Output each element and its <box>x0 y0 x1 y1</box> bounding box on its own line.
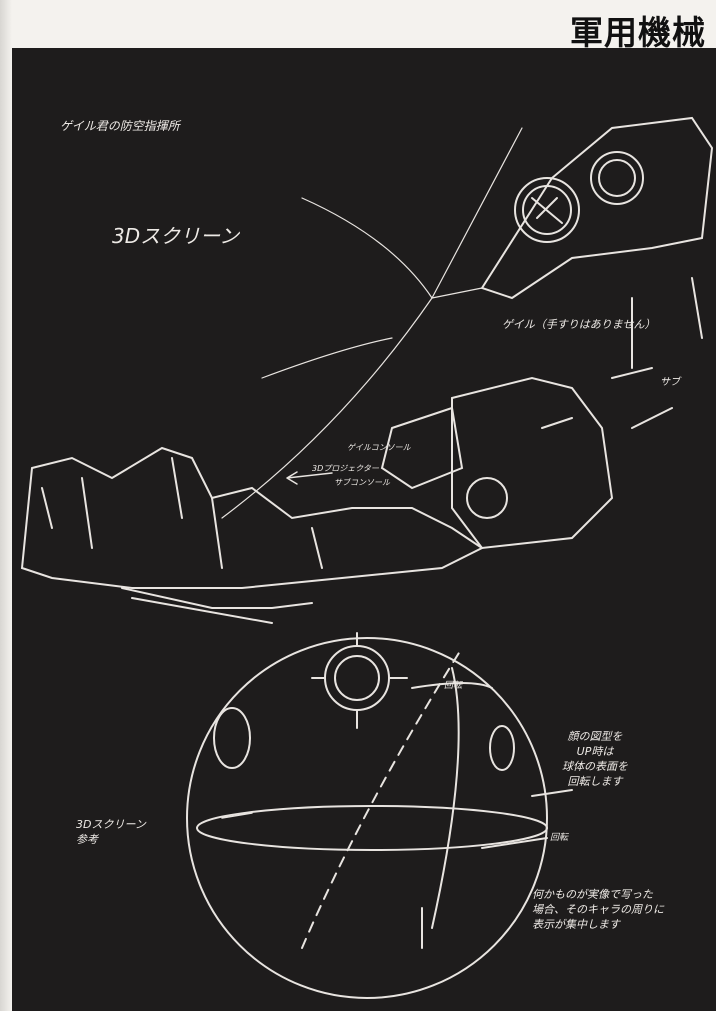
note-face-figure: 顔の図型を UP時は 球体の表面を 回転します <box>562 730 628 788</box>
sketch-drawing <box>20 116 714 999</box>
label-gale-console: ゲイルコンソール <box>347 443 411 452</box>
page-header-title: 軍用機械 <box>570 13 706 52</box>
label-3d-projector: 3Dプロジェクター <box>312 464 379 473</box>
gale-head-sketch <box>480 116 714 300</box>
command-post-sketch <box>20 277 703 624</box>
page-edge <box>0 0 12 1011</box>
label-3d-screen: 3Dスクリーン <box>112 224 240 248</box>
label-sub-console: サブコンソール <box>334 478 390 487</box>
label-rotate-top: 回転 <box>444 681 463 691</box>
label-3d-screen-reference: 3Dスクリーン 参考 <box>76 818 146 846</box>
sketch-board: ゲイル君の防空指揮所 3Dスクリーン ゲイル（手すりはありません） サブ ゲイル… <box>12 48 716 1011</box>
label-sub: サブ <box>660 377 680 388</box>
label-rotate-bottom: 回転 <box>550 833 569 843</box>
note-real-image: 何かものが実像で写った 場合、そのキャラの周りに 表示が集中します <box>532 888 664 931</box>
projection-lines <box>221 127 523 519</box>
arrow-sketches <box>221 471 333 819</box>
caption-command-post: ゲイル君の防空指揮所 <box>60 119 180 133</box>
hologram-sphere-sketch <box>186 632 573 999</box>
label-gale: ゲイル（手すりはありません） <box>502 318 656 331</box>
